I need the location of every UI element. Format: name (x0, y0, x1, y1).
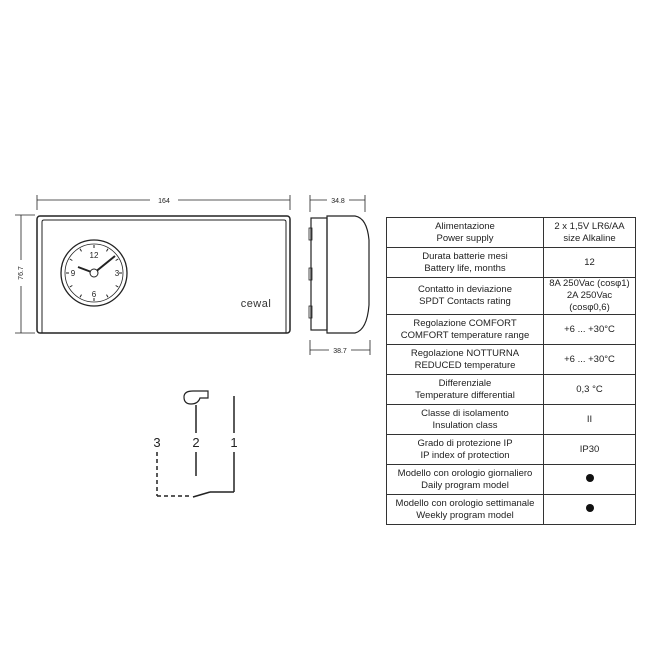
dim-height-label: 76.7 (18, 266, 25, 280)
value-line-1: +6 ... +30°C (564, 323, 615, 335)
clock-tick (69, 285, 73, 288)
side-view: 34.8 38.7 (308, 194, 371, 356)
terminal-3: 3 (153, 435, 160, 450)
spec-value: +6 ... +30°C (543, 344, 636, 375)
wiring-diagram: 3 2 1 (153, 390, 238, 498)
spec-value: 0,3 °C (543, 374, 636, 405)
label-en: IP index of protection (420, 449, 510, 461)
spec-value: IP30 (543, 434, 636, 465)
spec-value (543, 494, 636, 525)
label-it: Modello con orologio giornaliero (397, 467, 533, 479)
clock-tick (106, 248, 109, 252)
height-dimension: 76.7 (15, 214, 35, 334)
spec-value: +6 ... +30°C (543, 314, 636, 345)
spec-value: II (543, 404, 636, 435)
label-en: COMFORT temperature range (400, 329, 530, 341)
label-it: Durata batterie mesi (422, 250, 508, 262)
terminal-2: 2 (192, 435, 199, 450)
value-line-1: 12 (584, 256, 595, 268)
value-line-1: 0,3 °C (576, 383, 603, 395)
bullet-icon (585, 503, 594, 512)
label-it: Contatto in deviazione (417, 284, 512, 295)
width-dimension: 164 (36, 194, 291, 210)
value-line-2: 2A 250Vac (cosφ0,6) (566, 290, 613, 313)
label-it: Regolazione NOTTURNA (410, 347, 520, 359)
value-line-1: IP30 (579, 443, 600, 455)
dim-width-label: 164 (158, 198, 170, 205)
bullet-icon (585, 473, 594, 482)
front-view: 12 3 6 9 cewal (36, 215, 291, 334)
label-it: Grado di protezione IP (417, 437, 513, 449)
label-it: Alimentazione (435, 220, 495, 232)
label-en: Battery life, months (424, 262, 506, 274)
label-it: Regolazione COMFORT (413, 317, 517, 329)
value-line-1: +6 ... +30°C (564, 353, 615, 365)
clock-tick (115, 285, 119, 288)
spec-value: 8A 250Vac (cosφ1)2A 250Vac (cosφ0,6) (543, 277, 636, 315)
clock-tick (79, 294, 82, 298)
value-line-2: size Alkaline (563, 232, 616, 244)
clock-3: 3 (115, 269, 120, 278)
label-en: Weekly program model (416, 509, 514, 521)
label-en: SPDT Contacts rating (419, 296, 511, 307)
clock-tick (79, 248, 82, 252)
label-en: Temperature differential (415, 389, 515, 401)
clock-tick (69, 258, 73, 261)
clock-tick (106, 294, 109, 298)
terminal-1: 1 (230, 435, 237, 450)
clock-12: 12 (90, 251, 99, 260)
clock-6: 6 (92, 290, 97, 299)
value-line-1: 8A 250Vac (cosφ1) (549, 278, 630, 289)
label-en: Power supply (436, 232, 494, 244)
label-it: Classe di isolamento (421, 407, 509, 419)
value-line-1: II (586, 413, 593, 425)
brand-logo: cewal (241, 298, 272, 310)
spec-value (543, 464, 636, 495)
dim-depth-bottom: 38.7 (333, 348, 347, 355)
label-en: REDUCED temperature (414, 359, 516, 371)
clock-tick (115, 258, 119, 261)
label-en: Daily program model (421, 479, 509, 491)
clock-9: 9 (71, 269, 76, 278)
label-it: Modello con orologio settimanale (395, 497, 535, 509)
spec-value: 12 (543, 247, 636, 278)
dim-depth-top: 34.8 (331, 198, 345, 205)
label-en: Insulation class (432, 419, 498, 431)
label-it: Differenziale (438, 377, 492, 389)
value-line-1: 2 x 1,5V LR6/AA (554, 220, 625, 232)
